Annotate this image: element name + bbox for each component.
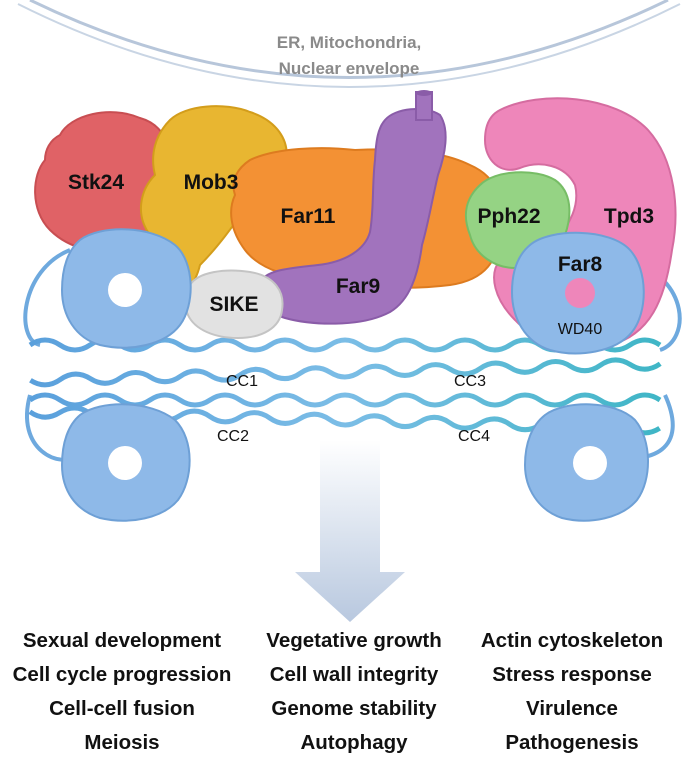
pph22-label: Pph22 bbox=[477, 205, 540, 228]
far11-label: Far11 bbox=[281, 205, 336, 228]
function-item: Cell cycle progression bbox=[12, 663, 232, 686]
mob3-label: Mob3 bbox=[184, 171, 239, 194]
function-item: Autophagy bbox=[300, 731, 408, 754]
function-column-1: Sexual development Cell cycle progressio… bbox=[2, 624, 242, 760]
function-item: Genome stability bbox=[271, 697, 437, 720]
stk24-label: Stk24 bbox=[68, 171, 124, 194]
wd40-ring-lower-right bbox=[523, 403, 649, 522]
function-column-2: Vegetative growth Cell wall integrity Ge… bbox=[234, 624, 474, 760]
function-item: Cell wall integrity bbox=[269, 663, 439, 686]
membrane-inner bbox=[17, 3, 681, 88]
far9-anchor-cap bbox=[416, 90, 432, 96]
function-item: Stress response bbox=[492, 663, 652, 686]
sike-label: SIKE bbox=[209, 293, 258, 316]
function-item: Pathogenesis bbox=[505, 731, 639, 754]
far9-anchor bbox=[415, 91, 433, 121]
tpd3-label: Tpd3 bbox=[604, 205, 654, 228]
wd40-ring-far8 bbox=[510, 231, 645, 355]
function-item: Actin cytoskeleton bbox=[480, 629, 664, 652]
function-item: Sexual development bbox=[22, 629, 222, 652]
membrane-label-line1: ER, Mitochondria, bbox=[277, 33, 422, 52]
mob3-domain bbox=[139, 105, 291, 293]
far9-label: Far9 bbox=[336, 275, 380, 298]
wd40-label: WD40 bbox=[558, 321, 603, 338]
function-column-3: Actin cytoskeleton Stress response Virul… bbox=[452, 624, 692, 760]
function-item: Cell-cell fusion bbox=[49, 697, 195, 720]
far8-label: Far8 bbox=[558, 253, 603, 276]
cc4-label: CC4 bbox=[458, 428, 490, 445]
cc3-label: CC3 bbox=[454, 373, 486, 390]
cc2-label: CC2 bbox=[217, 428, 249, 445]
far9-domain bbox=[260, 108, 447, 325]
membrane-label-line2: Nuclear envelope bbox=[279, 59, 420, 78]
wd40-ring-lower-left bbox=[60, 403, 191, 522]
function-item: Meiosis bbox=[84, 731, 160, 754]
downstream-arrow bbox=[295, 440, 405, 622]
function-item: Virulence bbox=[526, 697, 618, 720]
cc1-label: CC1 bbox=[226, 373, 258, 390]
wd40-ring-upper-left bbox=[60, 228, 192, 349]
function-item: Vegetative growth bbox=[266, 629, 442, 652]
membrane-outer bbox=[29, 0, 669, 79]
